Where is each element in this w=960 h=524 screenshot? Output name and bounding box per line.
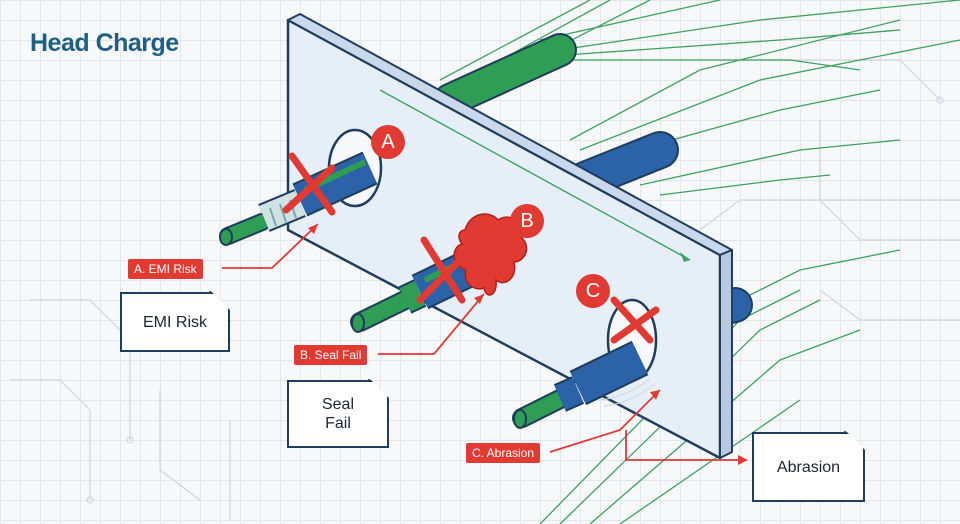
note-abrasion: Abrasion [752,432,865,502]
cable-rear-2 [566,131,679,199]
note-emi-risk: EMI Risk [120,292,230,352]
fail-mark-c-icon [610,296,660,344]
tag-abrasion: C. Abrasion [466,443,541,463]
note-seal-fail-line1: Seal [321,396,355,413]
note-abrasion-text: Abrasion [776,458,841,476]
label-a: A [371,125,405,159]
cable-c [512,340,655,429]
note-seal-fail-line2: Fail [325,415,351,432]
sealant-blob [453,213,528,296]
circuit-traces [10,59,960,520]
tag-seal-fail: B. Seal Fail [294,345,368,365]
label-b: B [510,204,544,238]
arrow-head-c [650,390,660,400]
leader-lines [222,223,742,461]
tag-emi-risk: A. EMI Risk [128,259,203,279]
fail-mark-a-icon [282,152,336,216]
arrow-head-b [474,294,484,304]
arrow-head-abrasion [738,455,748,465]
logo: Head Charge [30,29,179,57]
note-seal-fail: Seal Fail [287,380,389,448]
label-c: C [576,274,610,308]
cable-rear-1 [433,33,577,117]
fail-mark-b-icon [416,236,470,304]
arrow-head-a [308,224,318,234]
note-emi-risk-text: EMI Risk [143,313,207,331]
